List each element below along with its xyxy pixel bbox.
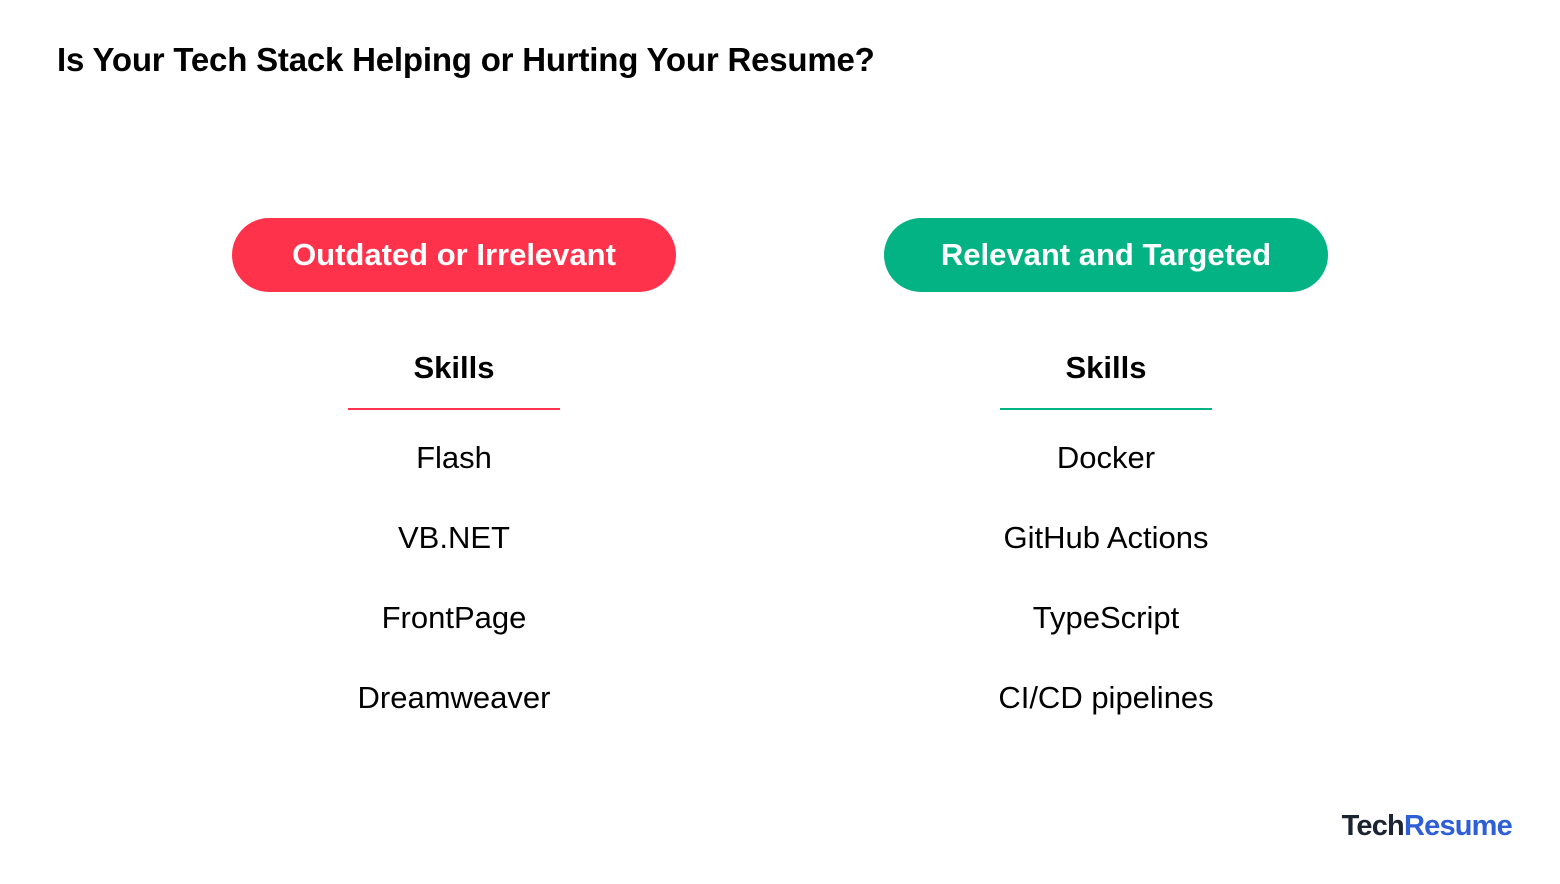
skill-item: TypeScript: [1032, 600, 1180, 635]
relevant-badge: Relevant and Targeted: [884, 218, 1328, 292]
skill-item: VB.NET: [398, 520, 510, 555]
page-title: Is Your Tech Stack Helping or Hurting Yo…: [57, 41, 875, 78]
outdated-column: Outdated or Irrelevant Skills Flash VB.N…: [232, 218, 676, 756]
relevant-skill-list: Docker GitHub Actions TypeScript CI/CD p…: [998, 436, 1213, 756]
skill-item: Dreamweaver: [357, 680, 551, 715]
skill-item: GitHub Actions: [1003, 520, 1209, 555]
relevant-divider: [1000, 408, 1212, 410]
skill-item: Docker: [1056, 440, 1156, 475]
logo-text-tech: Tech: [1341, 810, 1405, 842]
relevant-column: Relevant and Targeted Skills Docker GitH…: [884, 218, 1328, 756]
outdated-skills-heading: Skills: [413, 350, 495, 385]
logo-text-resume: Resume: [1403, 810, 1513, 842]
skill-item: CI/CD pipelines: [998, 680, 1214, 715]
outdated-divider: [348, 408, 560, 410]
outdated-skill-list: Flash VB.NET FrontPage Dreamweaver: [358, 436, 551, 756]
skill-item: Flash: [416, 440, 492, 475]
outdated-badge: Outdated or Irrelevant: [232, 218, 676, 292]
relevant-skills-heading: Skills: [1065, 350, 1147, 385]
techresume-logo: TechResume: [1341, 806, 1513, 846]
skill-item: FrontPage: [381, 600, 527, 635]
